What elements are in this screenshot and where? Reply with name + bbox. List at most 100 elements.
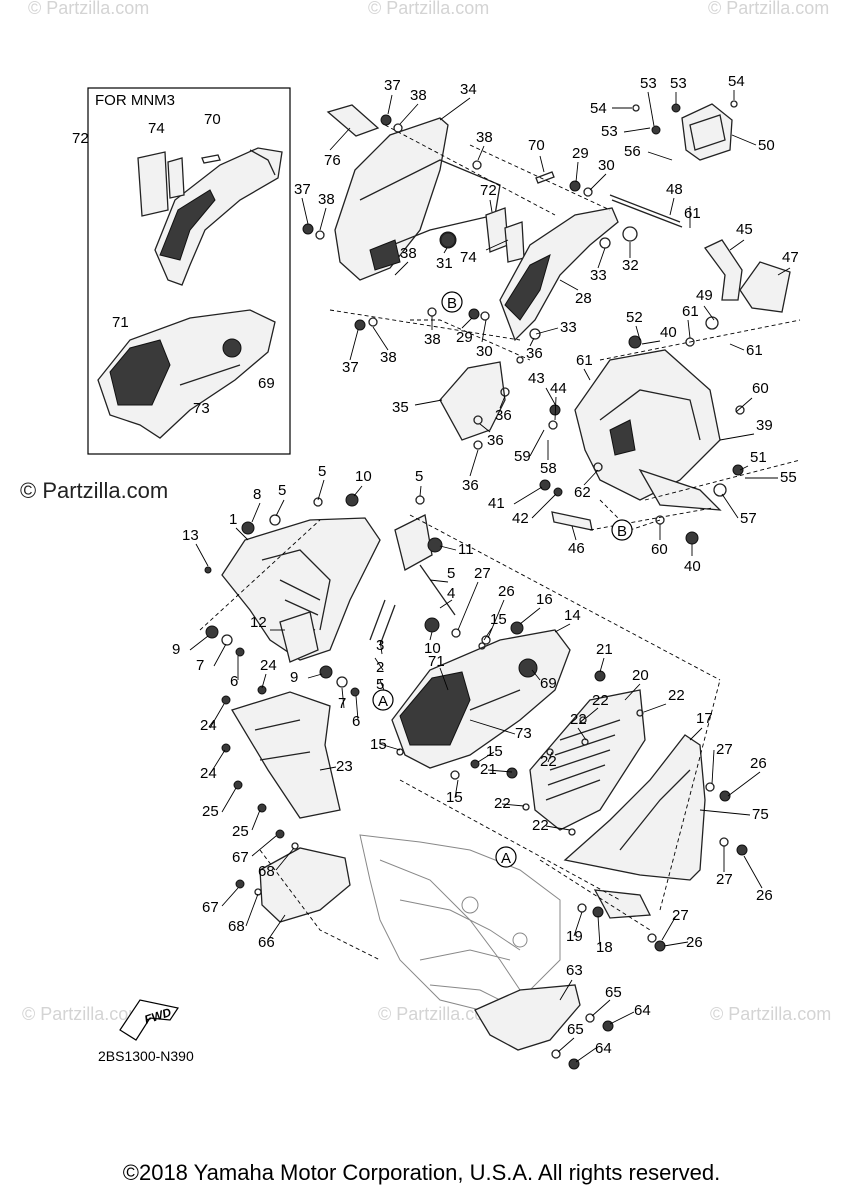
callout-61-c: 61 (746, 342, 763, 359)
callout-37-left: 37 (294, 181, 311, 198)
callout-54-b: 54 (590, 100, 607, 117)
callout-6-a: 6 (230, 673, 238, 690)
callout-17: 17 (696, 710, 713, 727)
callout-55: 55 (780, 469, 797, 486)
brace-2-3-4 (369, 514, 456, 646)
callout-68-b: 68 (228, 918, 245, 935)
callout-20: 20 (632, 667, 649, 684)
callout-54-a: 54 (728, 73, 745, 90)
callout-61-a: 61 (684, 205, 701, 222)
callout-68-a: 68 (258, 863, 275, 880)
callout-40-top: 40 (660, 324, 677, 341)
callout-33-b: 33 (560, 319, 577, 336)
callout-46: 46 (568, 540, 585, 557)
callout-29-top: 29 (572, 145, 589, 162)
callout-26-a: 26 (498, 583, 515, 600)
callout-52: 52 (626, 309, 643, 326)
callout-5-c: 5 (278, 482, 286, 499)
ref-marker-b-lower: B (617, 523, 627, 540)
inset-decals (137, 151, 221, 217)
callout-15-d: 15 (446, 789, 463, 806)
callout-21-a: 21 (596, 641, 613, 658)
callout-74-inset: 74 (148, 120, 165, 137)
panel-35 (439, 361, 506, 441)
callout-27-d: 27 (672, 907, 689, 924)
callout-35: 35 (392, 399, 409, 416)
callout-22-e: 22 (494, 795, 511, 812)
callout-25-a: 25 (202, 803, 219, 820)
ref-marker-a-upper: A (378, 693, 388, 710)
callout-70-inset: 70 (204, 111, 221, 128)
callout-53-a: 53 (640, 75, 657, 92)
assembly-lines (199, 124, 801, 961)
callout-28: 28 (575, 290, 592, 307)
callout-71: 71 (428, 653, 445, 670)
callout-65-a: 65 (605, 984, 622, 1001)
callout-36-c: 36 (487, 432, 504, 449)
callout-33-top: 33 (590, 267, 607, 284)
watermark-bottom-left: © Partzilla.com (22, 1004, 143, 1024)
callout-61-d: 61 (576, 352, 593, 369)
inset-cowl-upper (154, 147, 283, 286)
callout-4: 4 (447, 585, 455, 602)
callout-49: 49 (696, 287, 713, 304)
callout-72: 72 (480, 182, 497, 199)
callout-37-top: 37 (384, 77, 401, 94)
callout-36-b: 36 (495, 407, 512, 424)
callout-30: 30 (476, 343, 493, 360)
upper-cowl-34 (334, 117, 501, 281)
callout-41: 41 (488, 495, 505, 512)
watermark-top-center: © Partzilla.com (368, 0, 489, 18)
callout-40-bottom: 40 (684, 558, 701, 575)
callout-53-c: 53 (601, 123, 618, 140)
callout-11: 11 (458, 541, 474, 558)
watermark-top-right: © Partzilla.com (708, 0, 829, 18)
callout-7-a: 7 (196, 657, 204, 674)
callout-26-b: 26 (750, 755, 767, 772)
stay-39 (574, 349, 722, 511)
callout-9-a: 9 (172, 641, 180, 658)
callout-3: 3 (376, 637, 384, 654)
side-cowl-28 (499, 207, 619, 342)
callout-74: 74 (460, 249, 477, 266)
callout-38-top: 38 (410, 87, 427, 104)
callout-65-b: 65 (567, 1021, 584, 1038)
clip-45 (704, 239, 743, 301)
callout-7-b: 7 (338, 695, 346, 712)
callout-21-b: 21 (480, 761, 497, 778)
callout-1: 1 (229, 511, 237, 528)
callout-10-b: 10 (424, 640, 441, 657)
side-cowl-14 (391, 629, 571, 769)
watermark-top-left: © Partzilla.com (28, 0, 149, 18)
callout-22-a: 22 (592, 692, 609, 709)
callout-10-a: 10 (355, 468, 372, 485)
callout-38-b: 38 (476, 129, 493, 146)
panel-12 (279, 611, 319, 663)
callout-26-d: 26 (686, 934, 703, 951)
callout-27-b: 27 (716, 741, 733, 758)
callout-69-inset: 69 (258, 375, 275, 392)
callout-labels: 72 74 70 71 69 73 37 38 34 76 38 37 38 3… (72, 73, 799, 1057)
callout-24-a: 24 (260, 657, 277, 674)
callout-44: 44 (550, 380, 567, 397)
panel-23 (231, 691, 341, 819)
callout-71-inset: 71 (112, 314, 129, 331)
bracket-66 (259, 847, 351, 923)
callout-34: 34 (460, 81, 477, 98)
front-cover-17 (563, 734, 706, 881)
hardware-parts (204, 100, 748, 1070)
inset-title: FOR MNM3 (95, 92, 175, 109)
ref-marker-a-lower: A (501, 850, 511, 867)
decal-76 (326, 104, 380, 137)
callout-75: 75 (752, 806, 769, 823)
partzilla-watermark: © Partzilla.com (20, 478, 169, 503)
callout-64-b: 64 (595, 1040, 612, 1057)
callout-13: 13 (182, 527, 199, 544)
callout-15-b: 15 (370, 736, 387, 753)
callout-67-b: 67 (202, 899, 219, 916)
ref-marker-b-upper: B (447, 295, 457, 312)
callout-6-b: 6 (352, 713, 360, 730)
callout-62: 62 (574, 484, 591, 501)
callout-38-left: 38 (318, 191, 335, 208)
callout-29: 29 (456, 329, 473, 346)
